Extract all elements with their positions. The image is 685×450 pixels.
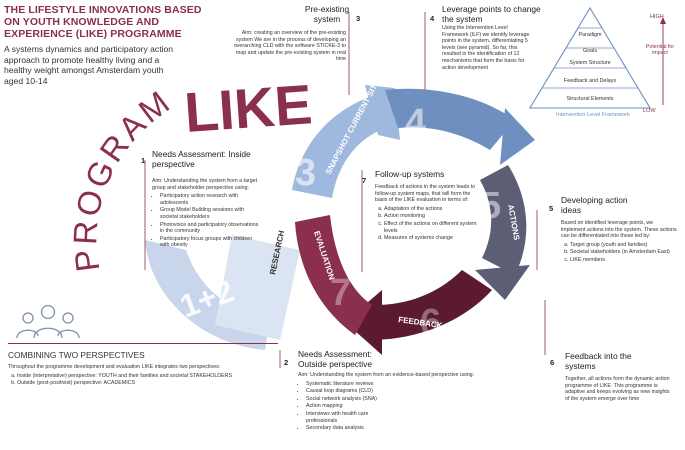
section-7-title: Follow-up systems <box>375 169 445 179</box>
combine-title: COMBINING TWO PERSPECTIVES <box>8 350 145 360</box>
pyramid-caption: Intervention Level Framework <box>556 112 630 118</box>
like-logo-text: LIKE <box>182 72 314 144</box>
intervention-level-pyramid: Paradigm Goals System Structure Feedback… <box>529 6 666 109</box>
people-icon <box>16 304 80 339</box>
section-4-number: 4 <box>430 14 435 23</box>
pyramid-low-label: LOW <box>643 108 656 114</box>
list-item: Participatory action research with adole… <box>160 193 262 206</box>
list-item: Outside (post-positivist) perspective: A… <box>17 380 248 387</box>
page-subtitle: A systems dynamics and participatory act… <box>4 44 174 86</box>
section-1-aim: Aim: Understanding the system from a tar… <box>152 178 258 191</box>
pyramid-potential-label: Potential for impact <box>645 44 675 57</box>
section-7-number: 7 <box>362 176 367 185</box>
section-1-body: Aim: Understanding the system from a tar… <box>152 178 262 250</box>
list-item: Adaptation of the actions <box>384 206 480 213</box>
section-2-body: Aim: Understanding the system from an ev… <box>298 372 488 433</box>
segment-actions-arrowhead <box>475 265 530 300</box>
segment-research-band <box>215 235 300 340</box>
section-2-title: Needs Assessment: Outside perspective <box>298 349 373 369</box>
list-item: LIKE members <box>570 257 679 264</box>
list-item: Societal stakeholders (in Amsterdam East… <box>570 249 679 256</box>
list-item: Effect of the actions on different syste… <box>384 221 480 234</box>
list-item: Action monitoring <box>384 213 480 220</box>
list-item: Measures of systems change <box>384 235 480 242</box>
list-item: Action mapping <box>306 403 391 410</box>
combine-intro: Throughout the programme development and… <box>8 364 221 370</box>
section-6-text: Together, all actions form the dynamic a… <box>565 376 670 402</box>
section-7-text: Feedback of actions in the system leads … <box>375 184 476 204</box>
section-1-number: 1 <box>141 156 146 165</box>
list-item: Participatory focus groups with children… <box>160 236 262 249</box>
list-item: Systematic literature reviews <box>306 381 391 388</box>
section-2-number: 2 <box>284 358 289 367</box>
combine-body: Throughout the programme development and… <box>8 364 248 388</box>
section-2-aim: Aim: Understanding the system from an ev… <box>298 372 475 378</box>
list-item: Social network analysis (SNA) <box>306 396 391 403</box>
pyramid-level-goals: Goals <box>583 48 597 54</box>
section-7-body: Feedback of actions in the system leads … <box>375 184 480 243</box>
segment-feedback <box>370 270 492 340</box>
section-5-title: Developing action ideas <box>561 195 628 215</box>
segment-number-7: 7 <box>330 272 351 314</box>
section-4-text: Using the Intervention Level Framework (… <box>442 25 530 71</box>
pyramid-level-feedback-delays: Feedback and Delays <box>564 78 616 84</box>
section-1-title: Needs Assessment: Inside perspective <box>152 149 251 169</box>
segment-evaluation <box>295 215 372 335</box>
section-5-text: Based on identified leverage points, we … <box>561 220 677 240</box>
segment-number-6: 6 <box>420 302 441 344</box>
list-item: Target group (youth and families) <box>570 242 679 249</box>
segment-feedback-arrowhead <box>345 290 382 355</box>
section-3-text: Aim: creating an overview of the pre-exi… <box>233 30 346 63</box>
list-item: Secondary data analysis <box>306 425 391 432</box>
list-item: Inside (interpretative) perspective: YOU… <box>17 373 248 380</box>
segment-number-5: 5 <box>480 185 501 227</box>
segment-snapshot <box>292 95 385 198</box>
list-item: Group Model Building sessions with socie… <box>160 207 262 220</box>
combine-divider <box>8 343 278 344</box>
section-5-body: Based on identified leverage points, we … <box>561 220 679 265</box>
pyramid-level-system-structure: System Structure <box>569 60 610 66</box>
section-6-title: Feedback into the systems <box>565 351 632 371</box>
segment-actions <box>480 165 527 275</box>
list-item: Photovoice and participatory observation… <box>160 222 262 235</box>
section-5-number: 5 <box>549 204 554 213</box>
segment-mechanisms <box>385 88 515 150</box>
list-item: Interviews with health care professional… <box>306 411 391 424</box>
section-3-title: Pre-existing system <box>304 4 350 24</box>
segment-number-3: 3 <box>295 152 316 194</box>
pyramid-level-structural-elements: Structural Elements <box>566 96 613 102</box>
section-6-number: 6 <box>550 358 555 367</box>
section-3-number: 3 <box>356 14 361 23</box>
section-4-title: Leverage points to change the system <box>442 4 541 24</box>
pyramid-level-paradigm: Paradigm <box>578 32 602 38</box>
page-title: THE LIFESTYLE INNOVATIONS BASED ON YOUTH… <box>4 4 202 40</box>
segment-mechanisms-arrowhead <box>500 108 535 165</box>
pyramid-high-label: HIGH <box>650 14 664 20</box>
list-item: Causal loop diagrams (CLD) <box>306 388 391 395</box>
segment-number-4: 4 <box>405 102 426 144</box>
